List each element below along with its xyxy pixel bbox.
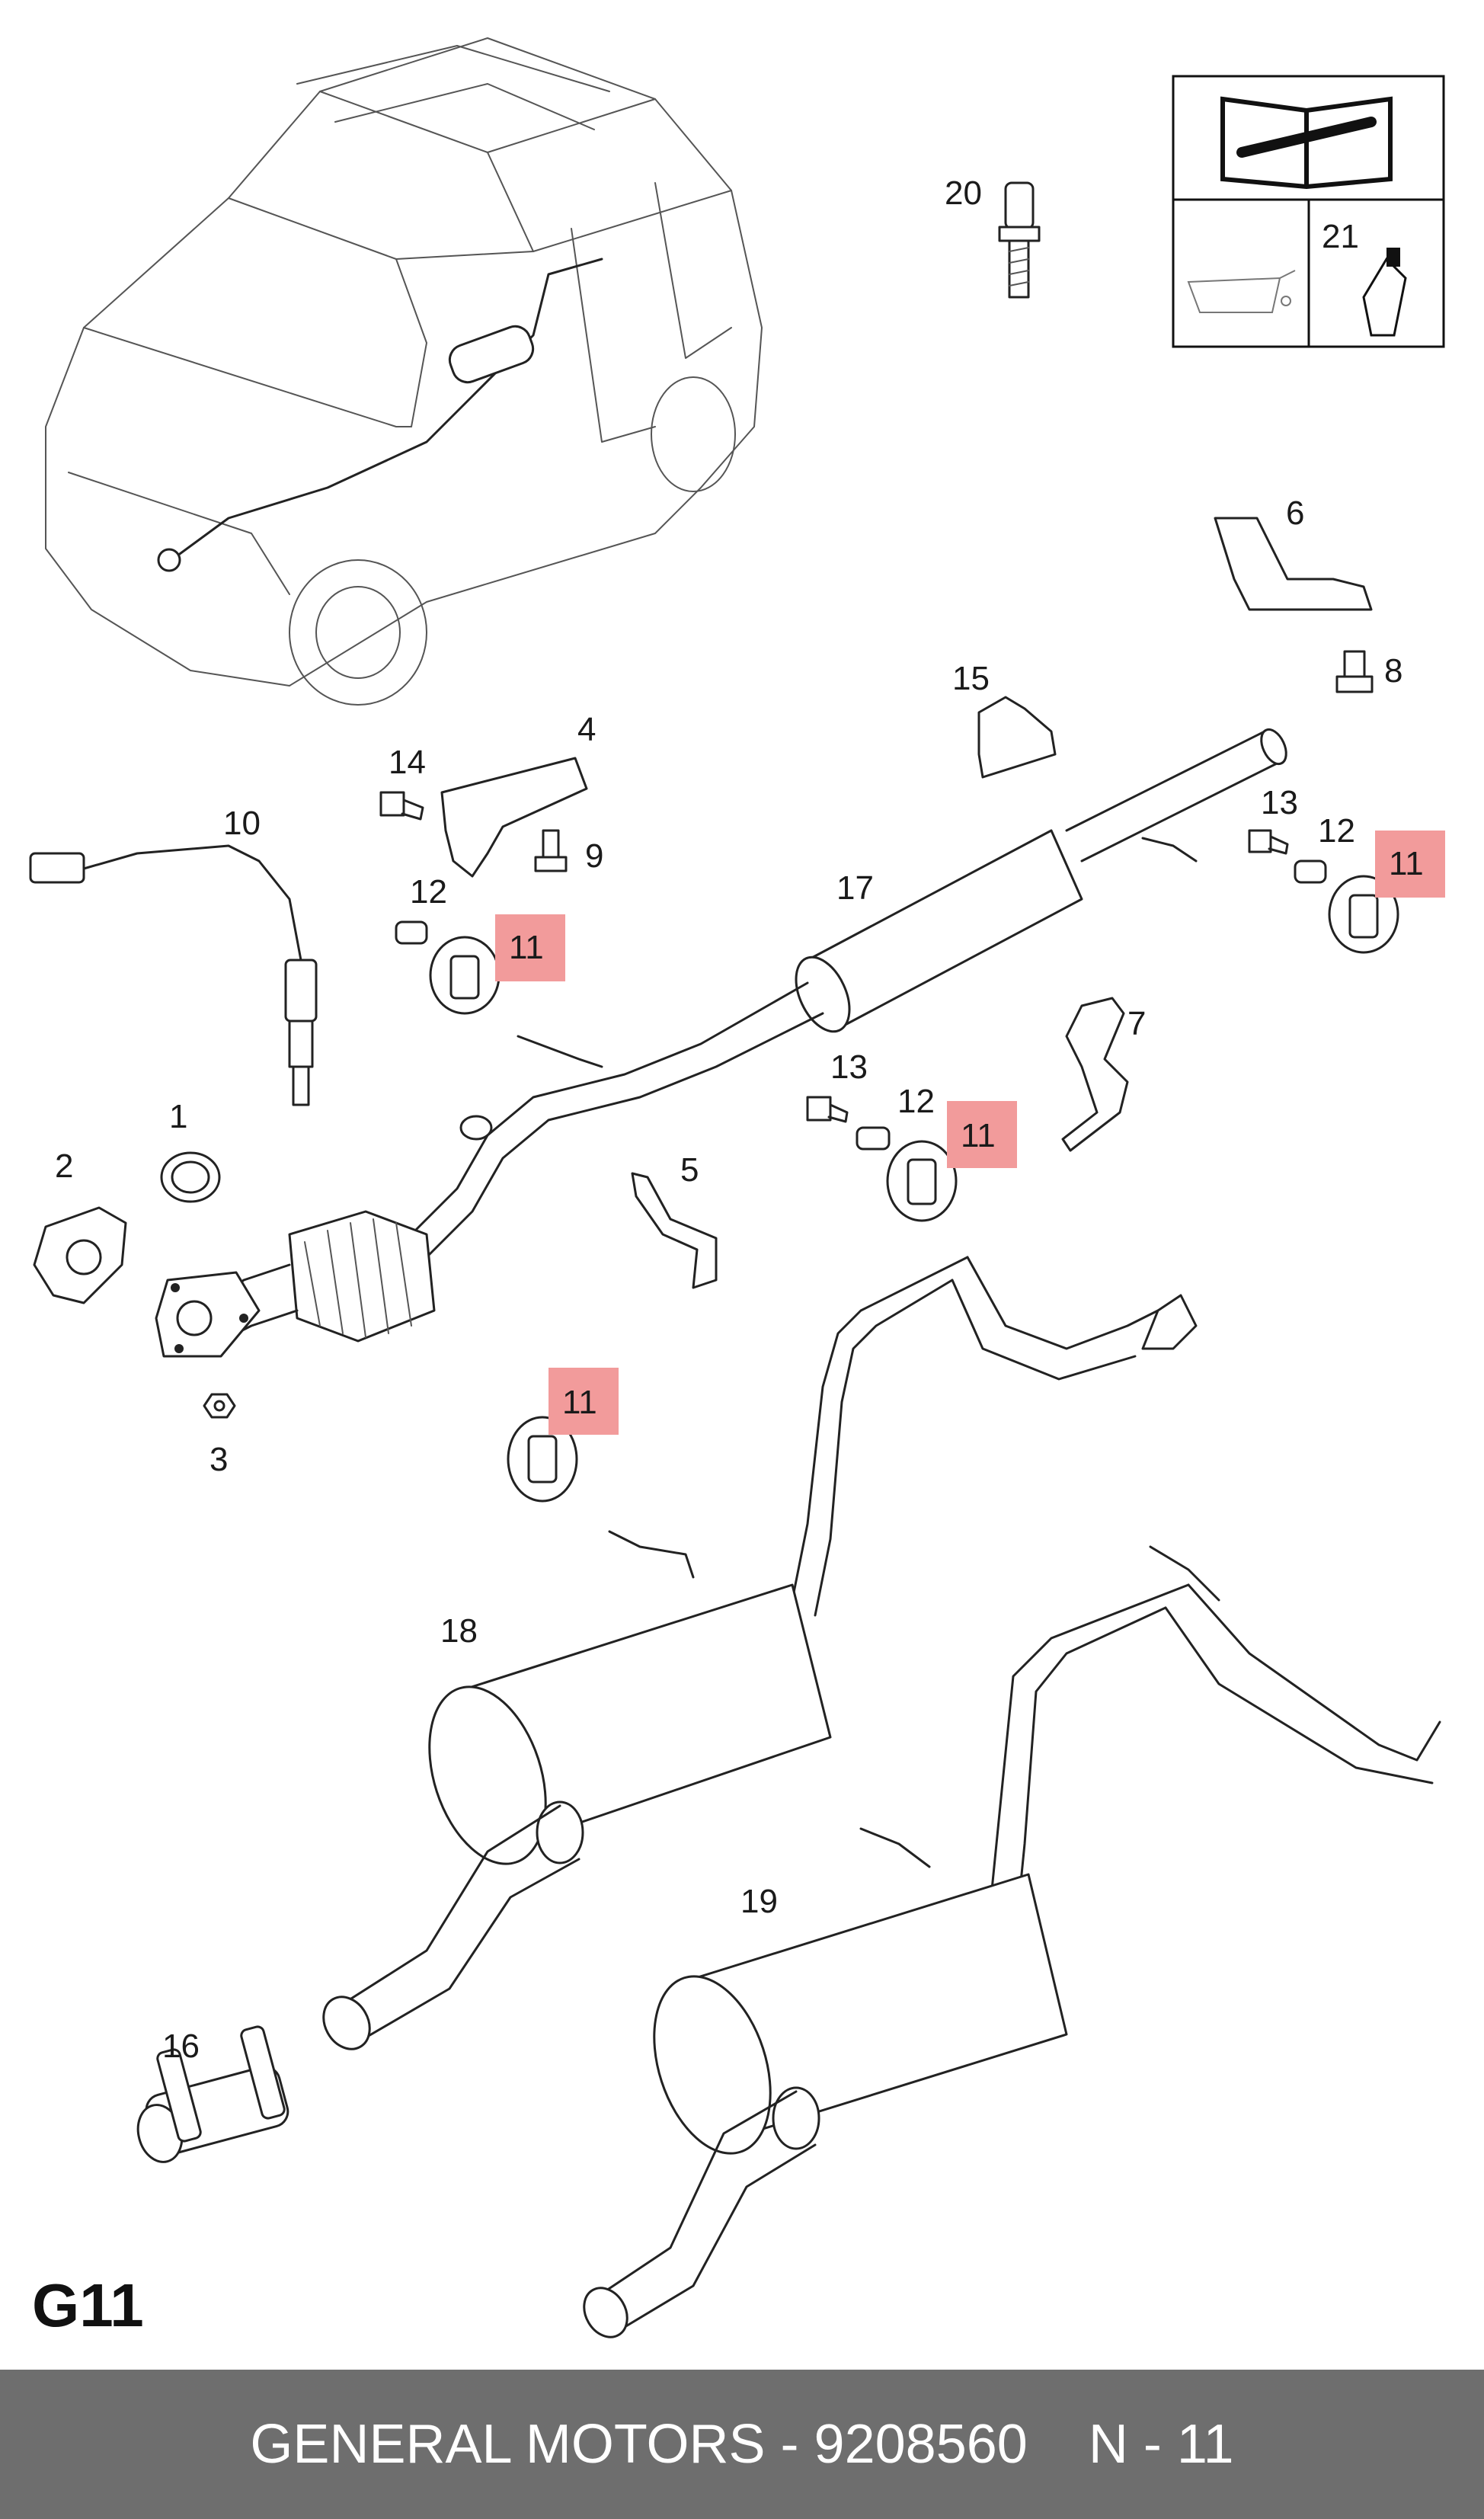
callout-12b: 12: [410, 873, 447, 911]
callout-11b: 11: [509, 929, 544, 966]
footer-ref: N - 11: [1088, 2414, 1234, 2475]
exhaust-system-diagram: 20 21 6 8 15 4 14 9 10 13 12 11 17 12 11…: [29, 37, 1445, 2338]
page-code: G11: [32, 2271, 144, 2339]
part-11-hanger-lower: [507, 1416, 578, 1503]
highlight-11-left: [495, 914, 565, 981]
highlight-11-lower: [549, 1368, 619, 1435]
callout-13a: 13: [1261, 784, 1298, 821]
part-11-hanger-middle: [886, 1140, 958, 1222]
part-19-rear-muffler: [583, 1545, 1441, 2338]
footer-bar: GENERAL MOTORS - 9208560 N - 11: [0, 2370, 1484, 2519]
part-12-bushing-middle: [856, 1126, 891, 1151]
part-12-bushing-right: [1294, 859, 1327, 884]
part-10-oxygen-sensor: [29, 844, 318, 1106]
part-1-gasket: [160, 1151, 221, 1203]
part-16-clamp: [136, 2025, 289, 2163]
callout-3: 3: [209, 1441, 228, 1478]
callout-1: 1: [169, 1098, 187, 1135]
part-15-clip: [977, 696, 1057, 779]
highlight-11-right: [1375, 831, 1445, 898]
callout-16: 16: [162, 2028, 200, 2065]
part-13-bolt-right: [1248, 829, 1289, 855]
part-11-hanger-left: [429, 936, 501, 1015]
callout-14: 14: [389, 744, 426, 781]
part-17-center-pipe: [410, 728, 1287, 1259]
callout-12a: 12: [1318, 812, 1355, 850]
service-legend-box: [1172, 75, 1445, 348]
part-3-nut: [203, 1393, 236, 1419]
callout-9: 9: [585, 837, 603, 875]
part-9-bolt: [534, 829, 568, 872]
callout-15: 15: [952, 660, 990, 697]
callout-11a: 11: [1389, 845, 1424, 882]
callout-20: 20: [945, 174, 982, 212]
catalytic-converter: [155, 1210, 436, 1358]
callout-6: 6: [1286, 495, 1304, 532]
footer-text: GENERAL MOTORS - 9208560 N - 11: [250, 2413, 1233, 2476]
callout-11d: 11: [562, 1384, 597, 1421]
oil-drain-icon: [1187, 270, 1296, 313]
callout-18: 18: [440, 1612, 478, 1650]
callout-12c: 12: [897, 1083, 935, 1120]
part-6-bracket: [1214, 517, 1373, 611]
sealant-tube-icon: [1362, 248, 1407, 337]
part-8-bolt: [1335, 650, 1374, 693]
part-2-flange-gasket: [33, 1206, 127, 1304]
callout-4: 4: [577, 711, 596, 748]
part-14-bolt: [379, 791, 424, 821]
footer-part-number: GENERAL MOTORS - 9208560: [250, 2414, 1028, 2475]
part-5-bracket: [631, 1172, 718, 1289]
callout-13b: 13: [830, 1048, 868, 1086]
part-20-stud: [998, 181, 1041, 299]
part-18-rear-muffler: [322, 1256, 1198, 2050]
part-13-bolt-middle: [806, 1096, 849, 1123]
highlight-11-middle: [947, 1101, 1017, 1168]
part-7-bracket: [1061, 997, 1129, 1152]
repair-manual-icon: [1220, 96, 1393, 190]
callout-10: 10: [223, 805, 261, 842]
callout-19: 19: [740, 1883, 778, 1920]
callout-8: 8: [1384, 652, 1402, 690]
part-12-bushing-left: [395, 920, 428, 945]
callout-17: 17: [836, 869, 874, 907]
callout-21: 21: [1322, 218, 1359, 255]
callout-11c: 11: [961, 1117, 996, 1154]
vehicle-illustration: [45, 37, 763, 706]
callout-2: 2: [55, 1147, 73, 1185]
callout-7: 7: [1127, 1005, 1146, 1042]
callout-5: 5: [680, 1151, 699, 1189]
part-4-bracket: [440, 757, 588, 878]
